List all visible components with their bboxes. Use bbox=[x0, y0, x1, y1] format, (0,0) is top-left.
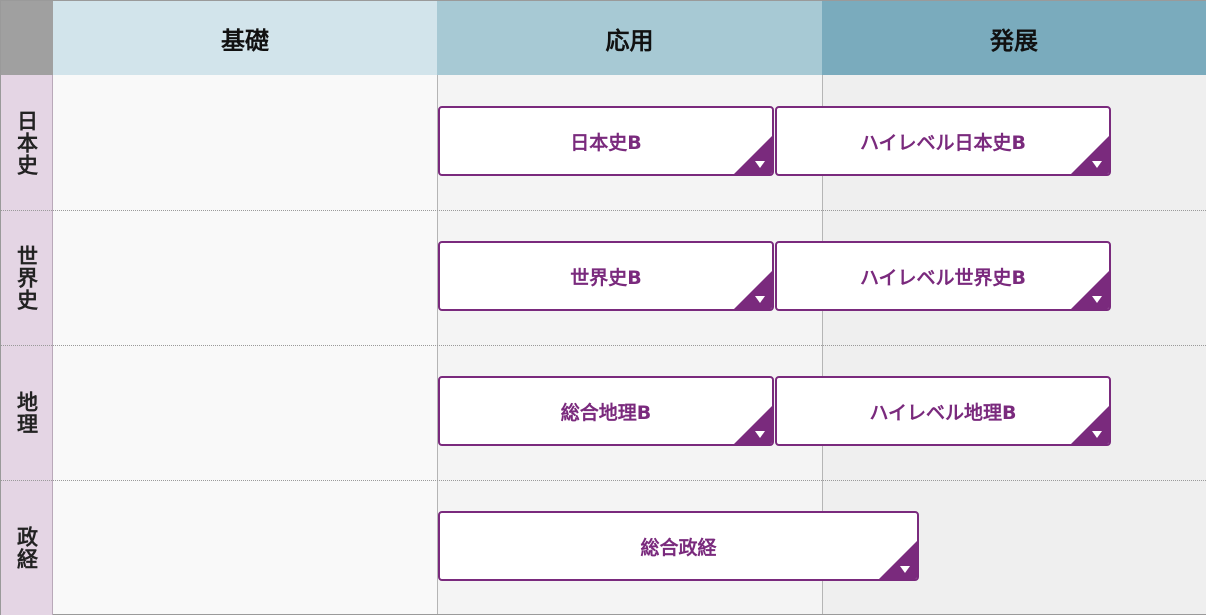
row-label-world-history: 世界史 bbox=[1, 210, 53, 345]
column-header-applied: 応用 bbox=[437, 1, 822, 75]
row-divider bbox=[1, 345, 1206, 346]
row-divider bbox=[1, 210, 1206, 211]
expand-corner bbox=[734, 406, 772, 444]
corner-cell bbox=[1, 1, 53, 75]
column-header-advanced: 発展 bbox=[822, 1, 1206, 75]
course-button-high-level-geography-b[interactable]: ハイレベル地理B bbox=[775, 376, 1111, 446]
chevron-down-icon bbox=[755, 296, 765, 303]
course-button-high-level-world-history-b[interactable]: ハイレベル世界史B bbox=[775, 241, 1111, 311]
expand-corner bbox=[734, 271, 772, 309]
course-label: 世界史B bbox=[570, 266, 642, 289]
course-button-japanese-history-b[interactable]: 日本史B bbox=[438, 106, 774, 176]
expand-corner bbox=[1071, 271, 1109, 309]
row-label-geography: 地理 bbox=[1, 345, 53, 480]
chevron-down-icon bbox=[755, 431, 765, 438]
course-button-politics-economics[interactable]: 総合政経 bbox=[438, 511, 919, 581]
row-divider bbox=[1, 480, 1206, 481]
chevron-down-icon bbox=[1092, 296, 1102, 303]
chevron-down-icon bbox=[1092, 431, 1102, 438]
chevron-down-icon bbox=[900, 566, 910, 573]
chevron-down-icon bbox=[1092, 161, 1102, 168]
expand-corner bbox=[879, 541, 917, 579]
row-label-politics-economics: 政経 bbox=[1, 480, 53, 615]
course-label: ハイレベル地理B bbox=[869, 401, 1017, 424]
expand-corner bbox=[1071, 136, 1109, 174]
column-basic bbox=[53, 75, 437, 614]
course-label: 総合政経 bbox=[640, 536, 717, 559]
course-label: ハイレベル世界史B bbox=[859, 266, 1027, 289]
expand-corner bbox=[1071, 406, 1109, 444]
column-header-basic: 基礎 bbox=[53, 1, 437, 75]
row-label-japanese-history: 日本史 bbox=[1, 75, 53, 210]
course-button-world-history-b[interactable]: 世界史B bbox=[438, 241, 774, 311]
course-button-geography-b[interactable]: 総合地理B bbox=[438, 376, 774, 446]
course-label: 日本史B bbox=[570, 131, 642, 154]
course-label: 総合地理B bbox=[560, 401, 652, 424]
course-button-high-level-japanese-history-b[interactable]: ハイレベル日本史B bbox=[775, 106, 1111, 176]
course-label: ハイレベル日本史B bbox=[859, 131, 1027, 154]
chevron-down-icon bbox=[755, 161, 765, 168]
expand-corner bbox=[734, 136, 772, 174]
